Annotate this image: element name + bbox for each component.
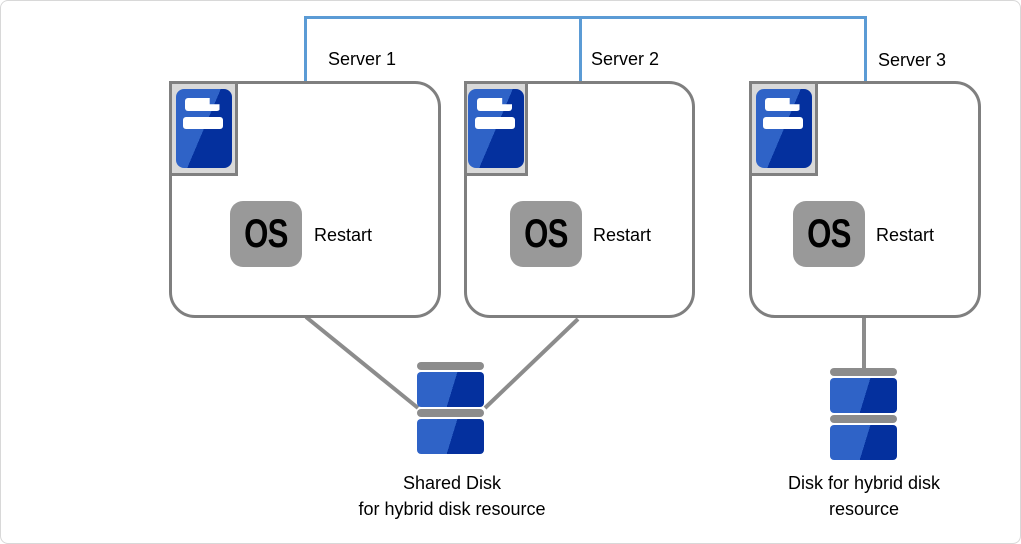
server1-label: Server 1 — [328, 49, 397, 69]
hybrid-disk-caption: Disk for hybrid disk resource — [734, 470, 994, 522]
disk-platter-icon — [830, 378, 897, 413]
os-icon-label: OS — [807, 212, 851, 256]
server3-os-icon: OS — [793, 201, 865, 267]
shared-disk-caption-line1: Shared Disk — [402, 473, 502, 493]
shared-disk-caption: Shared Disk for hybrid disk resource — [322, 470, 582, 522]
server2-server-icon — [464, 81, 528, 176]
shared-disk-icon — [417, 362, 484, 454]
server-tower-icon — [755, 89, 812, 168]
disk-platter-icon — [417, 419, 484, 454]
server2-box — [464, 81, 695, 318]
server-slot-icon — [184, 98, 220, 111]
server-slot-icon — [182, 117, 223, 129]
shared-disk-caption-line2: for hybrid disk resource — [358, 499, 546, 519]
disk-cap-icon — [417, 362, 484, 370]
server3-server-icon — [749, 81, 818, 176]
server2-label: Server 2 — [591, 49, 660, 69]
disk-cap-icon — [830, 368, 897, 376]
server-slot-icon — [477, 98, 512, 111]
server2-restart-label: Restart — [593, 225, 652, 245]
server-slot-icon — [762, 117, 803, 129]
server1-restart-label: Restart — [314, 225, 373, 245]
hybrid-disk-caption-line2: resource — [828, 499, 900, 519]
server3-restart-label: Restart — [876, 225, 935, 245]
server-slot-icon — [475, 117, 515, 129]
server3-label: Server 3 — [878, 50, 947, 70]
network-drop-server2 — [579, 16, 582, 81]
server-tower-icon — [468, 89, 524, 168]
hybrid-disk-icon — [830, 368, 897, 460]
network-drop-server3 — [864, 16, 867, 81]
hybrid-disk-caption-line1: Disk for hybrid disk — [787, 473, 941, 493]
server1-server-icon — [169, 81, 238, 176]
server1-os-icon: OS — [230, 201, 302, 267]
network-drop-server1 — [304, 16, 307, 81]
os-icon-label: OS — [244, 212, 288, 256]
disk-platter-icon — [830, 425, 897, 460]
disk-platter-icon — [417, 372, 484, 407]
network-link-line — [304, 16, 867, 19]
server-tower-icon — [175, 89, 232, 168]
os-icon-label: OS — [524, 212, 568, 256]
disk-cap-icon — [417, 409, 484, 417]
server-slot-icon — [764, 98, 800, 111]
server2-os-icon: OS — [510, 201, 582, 267]
disk-cap-icon — [830, 415, 897, 423]
